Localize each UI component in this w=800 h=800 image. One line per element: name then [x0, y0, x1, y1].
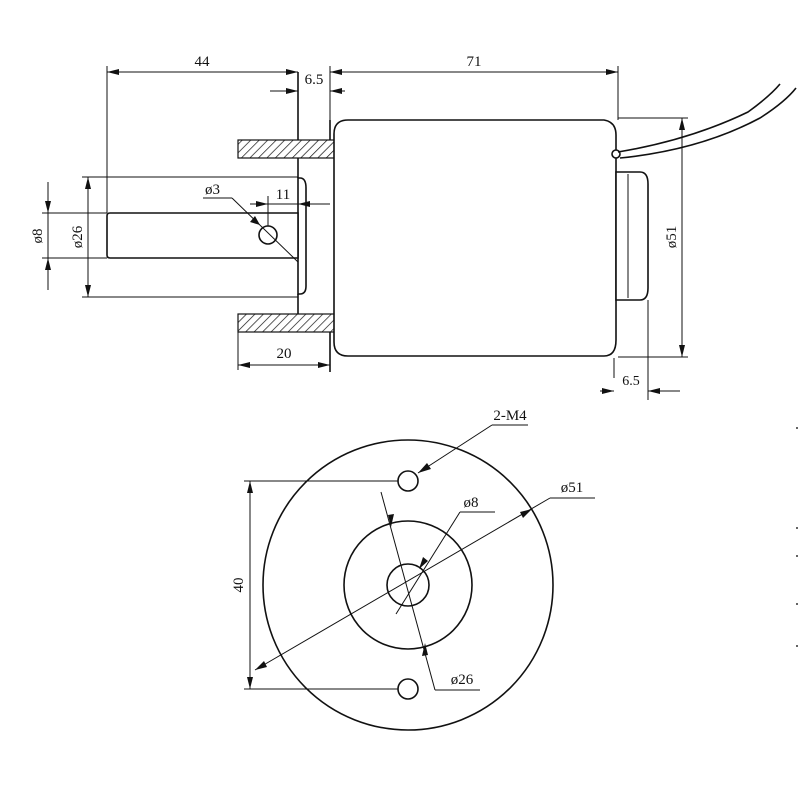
- boss-circle-phi26: [343, 520, 473, 650]
- shaft-circle-phi8: [386, 563, 430, 607]
- flange-top: [237, 139, 347, 159]
- dim-20-label: 20: [277, 346, 292, 362]
- front-boss: [297, 177, 307, 295]
- shaft: [106, 212, 299, 259]
- cable-wire-1: [617, 83, 781, 153]
- dim-phi26-label: ø26: [70, 225, 86, 248]
- dim-phi26-front-label: ø26: [451, 672, 474, 688]
- outer-circle-phi51: [262, 439, 554, 731]
- motor-body: [333, 119, 617, 357]
- dim-phi8-front-label: ø8: [464, 495, 479, 511]
- flange-bottom: [237, 313, 347, 333]
- dim-71-label: 71: [467, 54, 482, 70]
- mount-hole-top: [397, 470, 419, 492]
- front-view: 40 2-M4 ø51 ø8 ø26: [231, 408, 595, 731]
- dim-6-5-label: 6.5: [305, 72, 324, 88]
- dim-phi8-label: ø8: [30, 229, 46, 244]
- dim-phi51-front-label: ø51: [561, 480, 584, 496]
- dim-40-label: 40: [231, 578, 247, 593]
- shaft-hole: [258, 225, 278, 245]
- cable-wire-2: [619, 87, 797, 159]
- mount-hole-bottom: [397, 678, 419, 700]
- dim-phi51-side-label: ø51: [664, 226, 680, 249]
- label-2-m4: 2-M4: [493, 408, 527, 424]
- dim-6-5-rear-label: 6.5: [622, 374, 640, 389]
- margin-specks: [796, 427, 798, 647]
- side-view: 44 6.5 71 ø3 11 ø8 ø26: [30, 54, 797, 400]
- dim-phi3-label: ø3: [205, 182, 220, 198]
- dim-44-label: 44: [195, 54, 211, 70]
- dim-11-label: 11: [276, 187, 290, 203]
- rear-boss: [615, 171, 649, 301]
